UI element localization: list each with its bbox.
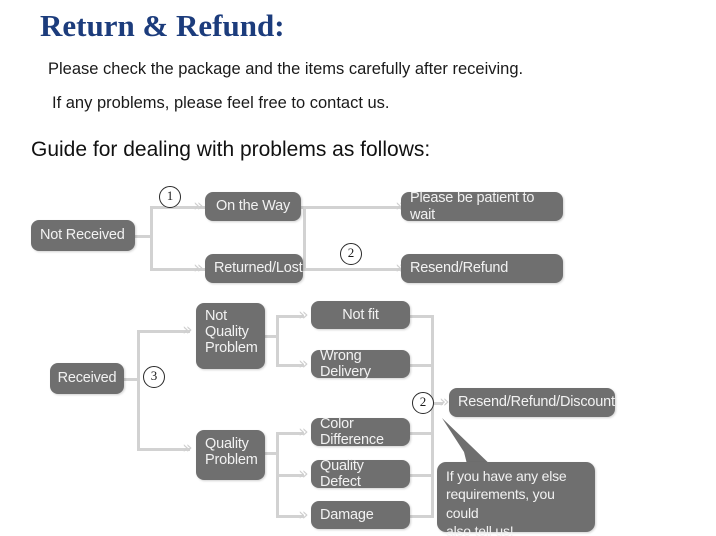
connector-nqp-bracket <box>276 315 279 367</box>
connector-to-resend-refund <box>303 268 401 271</box>
connector-to-damage <box>276 515 304 518</box>
connector-quality-defect-out <box>410 474 434 477</box>
node-quality-problem-line2: Problem <box>205 452 258 469</box>
node-wrong-delivery[interactable]: Wrong Delivery <box>311 348 410 380</box>
node-not-quality-problem-line1: Not <box>205 308 227 324</box>
connector-to-quality-problem <box>137 448 190 451</box>
speech-bubble-tail-icon <box>442 418 498 476</box>
node-please-be-patient[interactable]: Please be patient to wait <box>401 190 563 223</box>
connector-received-group-bracket <box>303 206 306 271</box>
connector-to-color-difference <box>276 432 304 435</box>
connector-not-fit-out <box>410 315 434 318</box>
connector-leaf-group-bracket <box>431 315 434 518</box>
connector-to-not-quality-problem <box>137 330 190 333</box>
node-color-difference[interactable]: Color Difference <box>311 416 410 448</box>
connector-to-resend-refund-discount <box>431 402 443 405</box>
node-quality-problem[interactable]: Quality Problem <box>196 430 265 480</box>
connector-to-quality-defect <box>276 474 304 477</box>
connector-to-please-wait <box>303 206 401 209</box>
connector-damage-out <box>410 515 434 518</box>
step-marker-two-top: 2 <box>340 243 362 265</box>
connector-received-bracket <box>137 330 140 450</box>
intro-line-2: If any problems, please feel free to con… <box>52 94 390 112</box>
connector-not-received-bracket <box>150 206 153 271</box>
node-quality-problem-line1: Quality <box>205 436 249 452</box>
connector-color-difference-out <box>410 432 434 435</box>
node-not-received[interactable]: Not Received <box>31 220 135 251</box>
node-not-quality-problem[interactable]: Not Quality Problem <box>196 303 265 369</box>
node-received[interactable]: Received <box>50 363 124 394</box>
speech-bubble-line-3: also tell us! <box>446 523 514 536</box>
page-title: Return & Refund: <box>40 8 285 43</box>
speech-bubble-line-1: If you have any else <box>446 468 567 484</box>
speech-bubble-line-2: requirements, you could <box>446 486 555 521</box>
guide-heading: Guide for dealing with problems as follo… <box>31 138 431 161</box>
node-on-the-way[interactable]: On the Way <box>205 192 301 221</box>
step-marker-three: 3 <box>143 366 165 388</box>
connector-qp-stem <box>265 452 279 455</box>
intro-line-1: Please check the package and the items c… <box>48 60 524 78</box>
node-not-quality-problem-line3: Problem <box>205 340 258 357</box>
connector-to-returned-lost <box>150 268 205 271</box>
node-quality-defect[interactable]: Quality Defect <box>311 458 410 490</box>
node-not-quality-problem-line2: Quality <box>205 324 249 341</box>
connector-wrong-delivery-out <box>410 364 434 367</box>
node-not-fit[interactable]: Not fit <box>311 301 410 329</box>
connector-to-on-the-way <box>150 206 205 209</box>
node-damage[interactable]: Damage <box>311 501 410 529</box>
connector-not-received-stem <box>135 235 153 238</box>
step-marker-two-bottom: 2 <box>412 392 434 414</box>
node-returned-lost[interactable]: Returned/Lost <box>205 254 303 283</box>
connector-to-wrong-delivery <box>276 364 304 367</box>
node-resend-refund[interactable]: Resend/Refund <box>401 254 563 283</box>
node-resend-refund-discount[interactable]: Resend/Refund/Discount <box>449 388 615 417</box>
connector-to-not-fit <box>276 315 304 318</box>
connector-nqp-stem-top <box>265 335 279 338</box>
speech-bubble: If you have any else requirements, you c… <box>437 462 595 536</box>
connector-received-stem <box>124 378 140 381</box>
step-marker-one: 1 <box>159 186 181 208</box>
